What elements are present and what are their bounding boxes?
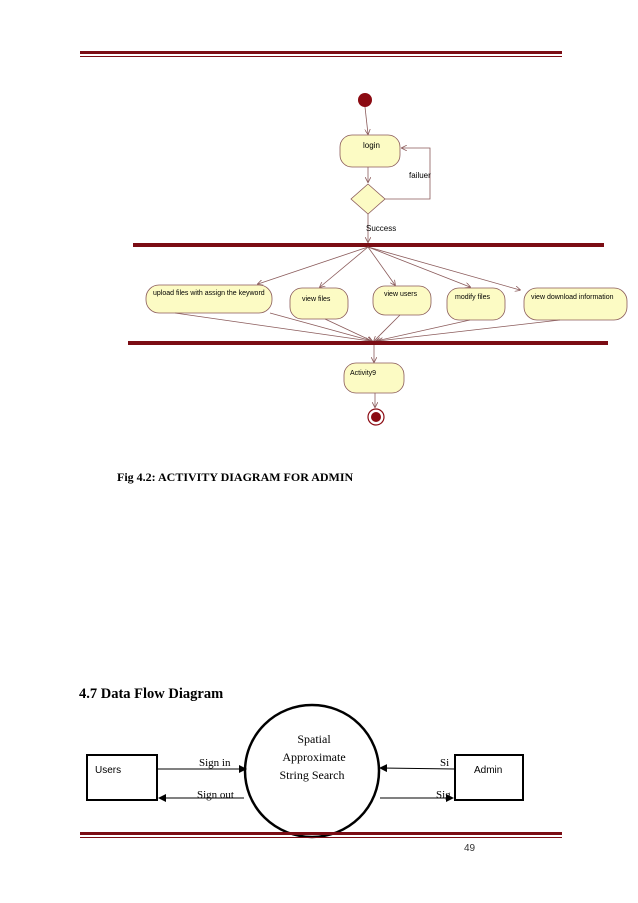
process-line-2: Approximate bbox=[282, 750, 345, 764]
action-view-download-info bbox=[523, 287, 628, 321]
header-rule bbox=[80, 51, 562, 57]
footer-rule bbox=[80, 832, 562, 838]
admin-entity bbox=[454, 754, 524, 801]
initial-node bbox=[358, 93, 372, 107]
sign-out-label: Sign out bbox=[197, 789, 234, 801]
action-view-users-label: view users bbox=[384, 291, 418, 298]
action-view-files-label: view files bbox=[302, 296, 331, 303]
failure-label: failuer bbox=[409, 171, 431, 180]
process-line-3: String Search bbox=[280, 768, 345, 782]
action-view-users bbox=[372, 285, 432, 316]
final-node bbox=[367, 408, 385, 426]
section-title: 4.7 Data Flow Diagram bbox=[79, 686, 224, 702]
login-activity bbox=[339, 134, 401, 168]
login-label: login bbox=[363, 141, 380, 150]
process-line-1: Spatial bbox=[297, 732, 331, 746]
sign-in-label: Sign in bbox=[199, 757, 231, 769]
fork-bar bbox=[133, 243, 604, 247]
action-upload-files-label: upload files with assign the keyword bbox=[153, 290, 265, 297]
activity9-label: Activity9 bbox=[350, 370, 376, 377]
page-number: 49 bbox=[464, 843, 476, 854]
success-label: Success bbox=[366, 224, 396, 233]
action-modify-files-label: modify files bbox=[455, 294, 491, 301]
join-bar bbox=[128, 341, 608, 345]
figure-caption: Fig 4.2: ACTIVITY DIAGRAM FOR ADMIN bbox=[117, 470, 354, 484]
users-entity bbox=[86, 754, 158, 801]
action-view-files bbox=[289, 287, 349, 320]
activity9 bbox=[343, 362, 405, 394]
admin-sign-in-label: Si bbox=[440, 757, 449, 769]
action-upload-files bbox=[145, 284, 273, 314]
admin-label: Admin bbox=[474, 765, 502, 776]
users-label: Users bbox=[95, 765, 121, 776]
action-view-download-info-label: view download information bbox=[531, 294, 614, 301]
action-modify-files bbox=[446, 287, 506, 321]
admin-sign-out-label: Sig bbox=[436, 789, 451, 801]
